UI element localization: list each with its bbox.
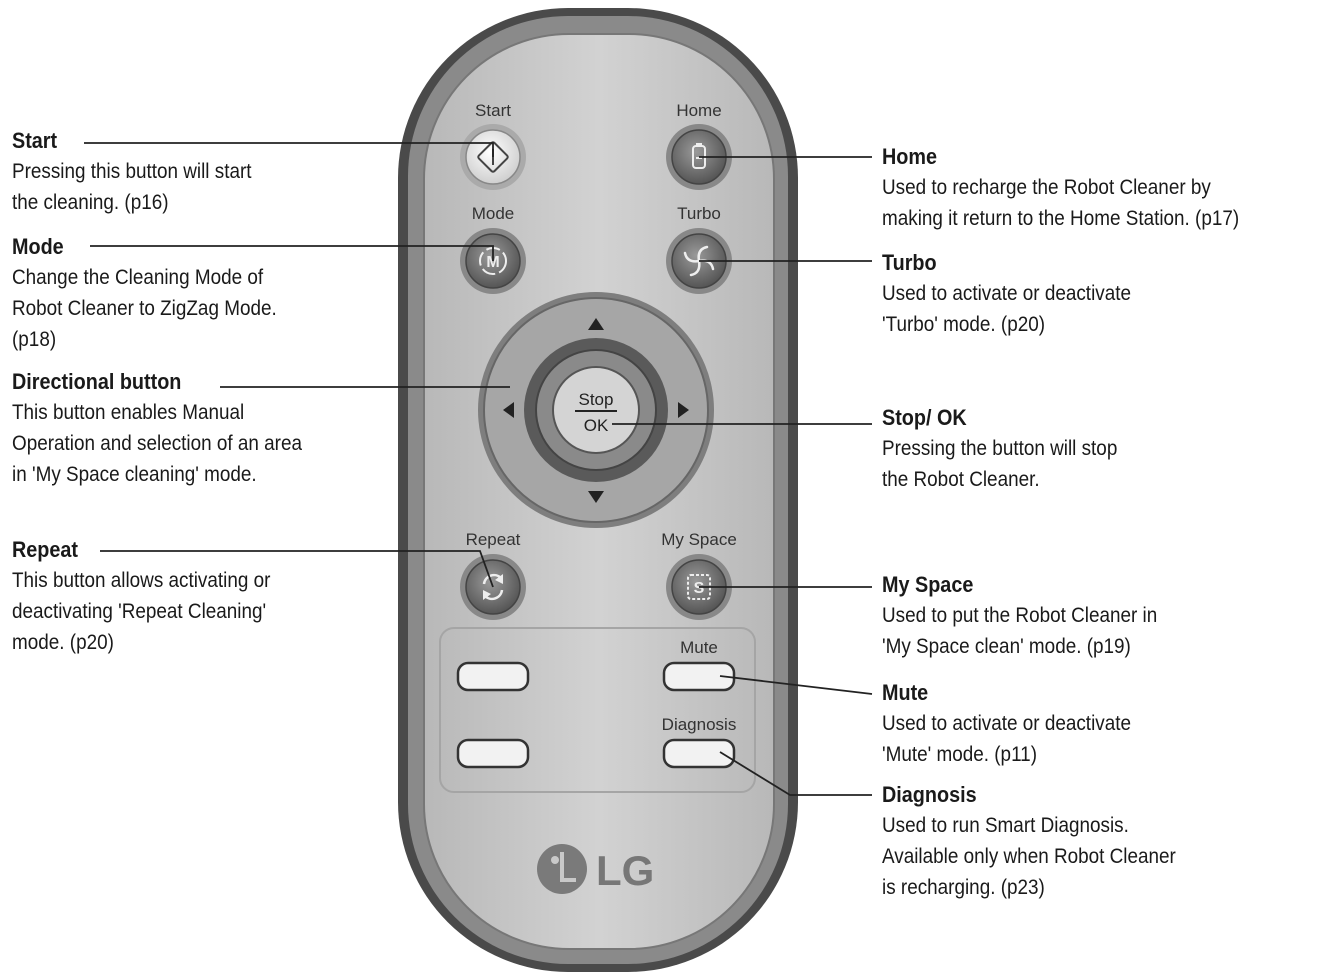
blank-button-2[interactable] xyxy=(456,738,530,769)
callout-turbo: Turbo Used to activate or deactivate 'Tu… xyxy=(882,247,1131,340)
start-label: Start xyxy=(475,101,511,120)
svg-text:M: M xyxy=(486,254,499,271)
callout-stop-ok: Stop/ OK Pressing the button will stop t… xyxy=(882,402,1117,495)
callout-mode-title: Mode xyxy=(12,234,64,259)
mode-leader xyxy=(90,245,494,261)
callout-stop-ok-desc: Pressing the button will stop the Robot … xyxy=(882,437,1118,491)
callout-directional-title: Directional button xyxy=(12,369,182,394)
diagnosis-button[interactable] xyxy=(662,738,736,769)
callout-turbo-title: Turbo xyxy=(882,250,937,275)
callout-home-title: Home xyxy=(882,144,938,169)
arrow-right-icon xyxy=(678,402,689,418)
leader-lines xyxy=(84,142,873,796)
mute-button[interactable] xyxy=(662,661,736,692)
lg-logo: LG xyxy=(537,844,654,894)
fan-icon xyxy=(683,245,715,277)
svg-text:S: S xyxy=(694,580,705,597)
diagnosis-leader xyxy=(719,751,872,796)
diagnosis-label: Diagnosis xyxy=(662,715,737,734)
callout-start: Start Pressing this button will start th… xyxy=(12,125,251,218)
callout-my-space: My Space Used to put the Robot Cleaner i… xyxy=(882,569,1157,662)
callout-start-desc: Pressing this button will start the clea… xyxy=(12,160,252,214)
mode-label: Mode xyxy=(472,204,515,223)
callout-mode: Mode Change the Cleaning Mode of Robot C… xyxy=(12,231,277,355)
callout-stop-ok-title: Stop/ OK xyxy=(882,405,967,430)
callout-start-title: Start xyxy=(12,128,58,153)
callout-directional-desc: This button enables Manual Operation and… xyxy=(12,401,302,486)
home-label: Home xyxy=(676,101,721,120)
stop-ok-button[interactable]: Stop OK xyxy=(524,338,668,482)
callout-my-space-desc: Used to put the Robot Cleaner in 'My Spa… xyxy=(882,604,1158,658)
stop-label: Stop xyxy=(579,390,614,409)
callout-home: Home Used to recharge the Robot Cleaner … xyxy=(882,141,1239,234)
callout-home-desc: Used to recharge the Robot Cleaner by ma… xyxy=(882,176,1240,230)
ok-label: OK xyxy=(584,416,609,435)
logo-text: LG xyxy=(596,847,654,894)
repeat-leader xyxy=(100,550,494,588)
callout-repeat-title: Repeat xyxy=(12,537,79,562)
callout-diagnosis-desc: Used to run Smart Diagnosis. Available o… xyxy=(882,814,1176,899)
mute-label: Mute xyxy=(680,638,718,657)
my-space-label: My Space xyxy=(661,530,737,549)
repeat-label: Repeat xyxy=(466,530,521,549)
repeat-icon xyxy=(482,573,504,601)
callout-diagnosis: Diagnosis Used to run Smart Diagnosis. A… xyxy=(882,779,1176,903)
callout-repeat: Repeat This button allows activating or … xyxy=(12,534,270,658)
arrow-down-icon xyxy=(588,491,604,503)
callout-diagnosis-title: Diagnosis xyxy=(882,782,977,807)
callout-mute: Mute Used to activate or deactivate 'Mut… xyxy=(882,677,1131,770)
callout-mute-desc: Used to activate or deactivate 'Mute' mo… xyxy=(882,712,1131,766)
callout-my-space-title: My Space xyxy=(882,572,974,597)
start-leader xyxy=(84,142,494,157)
callout-turbo-desc: Used to activate or deactivate 'Turbo' m… xyxy=(882,282,1131,336)
callout-directional: Directional button This button enables M… xyxy=(12,366,302,490)
callout-mode-desc: Change the Cleaning Mode of Robot Cleane… xyxy=(12,266,277,351)
arrow-left-icon xyxy=(503,402,514,418)
my-space-icon: S xyxy=(687,574,711,600)
arrow-up-icon xyxy=(588,318,604,330)
callout-mute-title: Mute xyxy=(882,680,929,705)
turbo-label: Turbo xyxy=(677,204,721,223)
blank-button-1[interactable] xyxy=(456,661,530,692)
mute-leader xyxy=(719,675,873,695)
callout-repeat-desc: This button allows activating or deactiv… xyxy=(12,569,271,654)
